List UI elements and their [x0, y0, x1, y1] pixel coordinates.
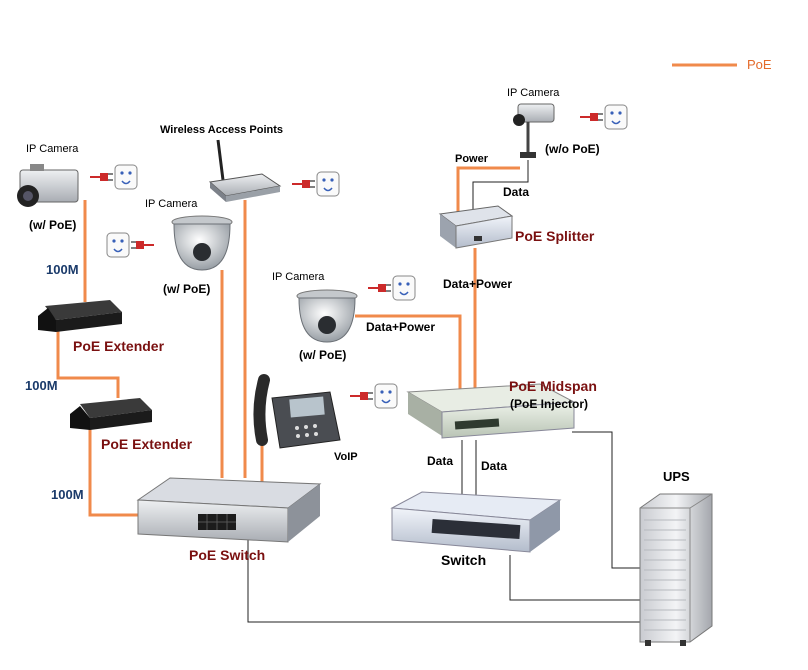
- power-plug-icon: [89, 164, 138, 190]
- dome-camera-icon: [171, 215, 233, 271]
- router-icon: [208, 139, 282, 202]
- poe-switch-title: PoE Switch: [189, 547, 265, 563]
- network-switch: Switch: [390, 491, 562, 568]
- poe-splitter-title: PoE Splitter: [515, 228, 595, 244]
- power-link-label: Power: [455, 153, 489, 165]
- poe-midspan-title: PoE Midspan: [509, 378, 597, 394]
- dome-camera-icon: [296, 289, 358, 343]
- poe-switch-icon: [136, 477, 322, 543]
- extender-icon: [38, 300, 122, 332]
- poe-switch: 100M PoE Switch: [51, 477, 322, 563]
- data-right-link-label: Data: [481, 459, 507, 473]
- data-power-dome-label: Data+Power: [366, 320, 435, 334]
- legend-label: PoE: [747, 57, 772, 72]
- ip-camera-left-sub: (w/ PoE): [29, 218, 76, 232]
- wireless-access-point: Wireless Access Points: [160, 124, 340, 202]
- data-top-link-label: Data: [503, 185, 529, 199]
- data-left-link-label: Data: [427, 454, 453, 468]
- poe-extender-2-title: PoE Extender: [101, 436, 193, 452]
- midspan-icon: [406, 383, 576, 439]
- phone-icon: [253, 374, 341, 449]
- ip-camera-left-title: IP Camera: [26, 143, 79, 155]
- data-link-splitter-to-camera: [472, 160, 529, 212]
- ups: UPS: [639, 469, 713, 646]
- ups-icon: [639, 493, 713, 646]
- poe-splitter: Power Data PoE Splitter Data+Power: [438, 153, 595, 291]
- power-plug-icon: [106, 232, 155, 258]
- ip-camera-box-left: IP Camera (w/ PoE): [17, 143, 138, 232]
- poe-link-splitter-power-to-camera: [456, 166, 520, 212]
- ip-camera-wopoe-sub: (w/o PoE): [545, 142, 600, 156]
- poe-extender-1-title: PoE Extender: [73, 338, 165, 354]
- ip-camera-dome1-title: IP Camera: [145, 198, 198, 210]
- power-link-midspan-to-ups: [572, 431, 640, 569]
- camera-icon: [17, 164, 79, 207]
- poe-extender-1: 100M PoE Extender: [38, 262, 165, 354]
- extender-icon: [70, 398, 152, 430]
- ip-camera-dome2-title: IP Camera: [272, 271, 325, 283]
- ups-title: UPS: [663, 469, 690, 484]
- poe-midspan: PoE Midspan (PoE Injector) Data Data: [406, 378, 597, 473]
- power-plug-icon: [349, 383, 398, 409]
- voip-title: VoIP: [334, 451, 358, 463]
- power-link-switch-to-ups: [509, 555, 640, 601]
- wireless-ap-title: Wireless Access Points: [160, 124, 283, 136]
- ip-camera-dome2-sub: (w/ PoE): [299, 348, 346, 362]
- switch-title: Switch: [441, 552, 486, 568]
- ip-camera-dome-2: IP Camera (w/ PoE) Data+Power: [272, 271, 435, 362]
- ip-camera-dome1-sub: (w/ PoE): [163, 282, 210, 296]
- bullet-camera-icon: [513, 103, 555, 158]
- poe-extender-2: 100M PoE Extender: [25, 378, 193, 452]
- power-plug-icon: [579, 104, 628, 130]
- speed-label-2: 100M: [25, 378, 58, 393]
- poe-link-extender1-to-extender2: [56, 330, 120, 398]
- poe-link-extender2-to-switch: [88, 428, 138, 517]
- connections: [56, 63, 737, 623]
- power-plug-icon: [291, 171, 340, 197]
- speed-label-3: 100M: [51, 487, 84, 502]
- data-power-splitter-label: Data+Power: [443, 277, 512, 291]
- ip-camera-dome-1: IP Camera (w/ PoE): [106, 198, 233, 296]
- speed-label-1: 100M: [46, 262, 79, 277]
- splitter-icon: [438, 205, 514, 249]
- poe-link-dome2-to-midspan: [355, 314, 462, 420]
- voip-phone: VoIP: [253, 374, 398, 463]
- ip-camera-wopoe: IP Camera (w/o PoE): [507, 87, 628, 158]
- power-plug-icon: [367, 275, 416, 301]
- poe-midspan-sub: (PoE Injector): [510, 397, 588, 411]
- power-link-poeswitch-to-ups: [247, 540, 640, 623]
- ip-camera-wopoe-title: IP Camera: [507, 87, 560, 99]
- switch-icon: [390, 491, 562, 553]
